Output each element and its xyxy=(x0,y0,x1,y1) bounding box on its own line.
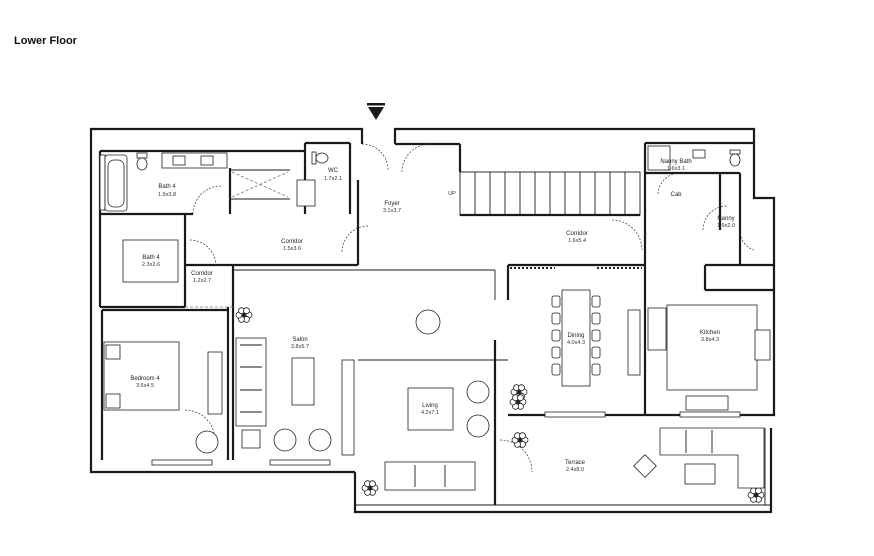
bedroom-armchair xyxy=(195,430,219,454)
dining-chair xyxy=(551,312,561,325)
salon-console xyxy=(341,359,355,456)
dining-chair xyxy=(551,329,561,342)
room-dims-dining: 4.0x4.3 xyxy=(567,340,585,346)
dining-chair xyxy=(551,346,561,359)
room-label-nanny: Nanny xyxy=(717,216,734,222)
room-labels: Bath 4 1.9x3.8 WC 1.7x2.1 Foyer 3.1x3.7 … xyxy=(130,159,735,473)
dining-chair xyxy=(551,363,561,376)
room-dims-foyer: 3.1x3.7 xyxy=(383,208,401,214)
kitchen-counter xyxy=(647,307,667,351)
pendant-lamp-icon xyxy=(415,309,441,335)
room-dims-bath4-mid: 2.3x2.6 xyxy=(142,262,160,268)
kitchen-sink xyxy=(685,395,729,411)
room-dims-terrace: 2.4x8.0 xyxy=(566,467,584,473)
dining-sideboard xyxy=(627,309,641,376)
room-label-living: Living xyxy=(422,403,438,409)
dining-chair xyxy=(591,295,601,308)
living-coffee-table xyxy=(407,387,454,431)
terrace-table xyxy=(684,463,716,485)
bedroom-wardrobe xyxy=(207,351,223,415)
room-dims-kitchen: 3.8x4.3 xyxy=(701,337,719,343)
terrace-cushion xyxy=(633,454,657,478)
room-label-wc: WC xyxy=(328,168,339,174)
room-label-foyer: Foyer xyxy=(384,201,399,207)
nanny-bath-fixtures xyxy=(647,145,741,171)
room-dims-bath4-top: 1.9x3.8 xyxy=(158,192,176,198)
room-label-bath4-top: Bath 4 xyxy=(158,184,176,190)
outer-walls xyxy=(89,127,776,514)
page-title: Lower Floor xyxy=(14,35,77,47)
entrance-marker-icon xyxy=(367,103,385,120)
windows xyxy=(99,154,741,466)
room-label-corridor-b: Corridor xyxy=(566,231,588,237)
bath-mid-fixture xyxy=(122,239,179,283)
dining-chair xyxy=(551,295,561,308)
room-label-corridor-a: Corridor xyxy=(281,239,303,245)
room-label-bedroom4: Bedroom 4 xyxy=(130,376,160,382)
room-dims-living: 4.2x7.1 xyxy=(421,410,439,416)
room-label-bath4-mid: Bath 4 xyxy=(142,255,160,261)
bed xyxy=(103,341,180,411)
dining-chair xyxy=(591,363,601,376)
salon-sofa xyxy=(235,337,267,427)
kitchen-fridge xyxy=(754,329,771,361)
interior-walls xyxy=(98,141,774,505)
dining-chair xyxy=(591,312,601,325)
dining-chair xyxy=(591,329,601,342)
plant-icon xyxy=(235,307,253,323)
plants xyxy=(235,307,765,503)
plant-icon xyxy=(747,487,765,503)
dining-table xyxy=(551,289,601,387)
stairs-label: UP xyxy=(448,191,456,197)
salon-coffee-table xyxy=(291,357,315,406)
living-sofa xyxy=(384,461,476,491)
room-dims-salon: 3.8x5.7 xyxy=(291,344,309,350)
room-label-dining: Dining xyxy=(567,333,584,339)
staircase xyxy=(459,171,641,216)
room-label-kitchen: Kitchen xyxy=(700,330,720,336)
room-label-cab: Cab xyxy=(670,192,682,198)
vanity xyxy=(161,152,228,169)
room-label-nanny-bath: Nanny Bath xyxy=(660,159,691,165)
bathtub xyxy=(104,154,128,212)
room-dims-nanny-bath: 1.6x3.1 xyxy=(667,166,685,172)
toilet-icon xyxy=(136,152,148,171)
room-label-terrace: Terrace xyxy=(565,460,586,466)
room-dims-corridor-c: 1.2x2.7 xyxy=(193,278,211,284)
plant-icon xyxy=(509,394,527,410)
dining-chair xyxy=(591,346,601,359)
room-label-salon: Salon xyxy=(292,337,307,343)
salon-armchairs xyxy=(273,428,332,452)
kitchen-island xyxy=(666,304,758,391)
terrace-sofa xyxy=(659,427,765,489)
room-dims-corridor-b: 1.6x5.4 xyxy=(568,238,586,244)
plant-icon xyxy=(361,480,379,496)
salon-square-stool xyxy=(241,429,261,449)
room-dims-wc: 1.7x2.1 xyxy=(324,176,342,182)
room-dims-bedroom4: 3.6x4.5 xyxy=(136,383,154,389)
wc-sink xyxy=(296,179,316,207)
room-dims-corridor-a: 1.5x3.6 xyxy=(283,246,301,252)
wc-toilet-icon xyxy=(311,151,329,165)
room-label-corridor-c: Corridor xyxy=(191,271,213,277)
living-armchairs xyxy=(466,380,490,438)
plant-icon xyxy=(511,432,529,448)
room-dims-nanny: 1.9x2.0 xyxy=(717,223,735,229)
